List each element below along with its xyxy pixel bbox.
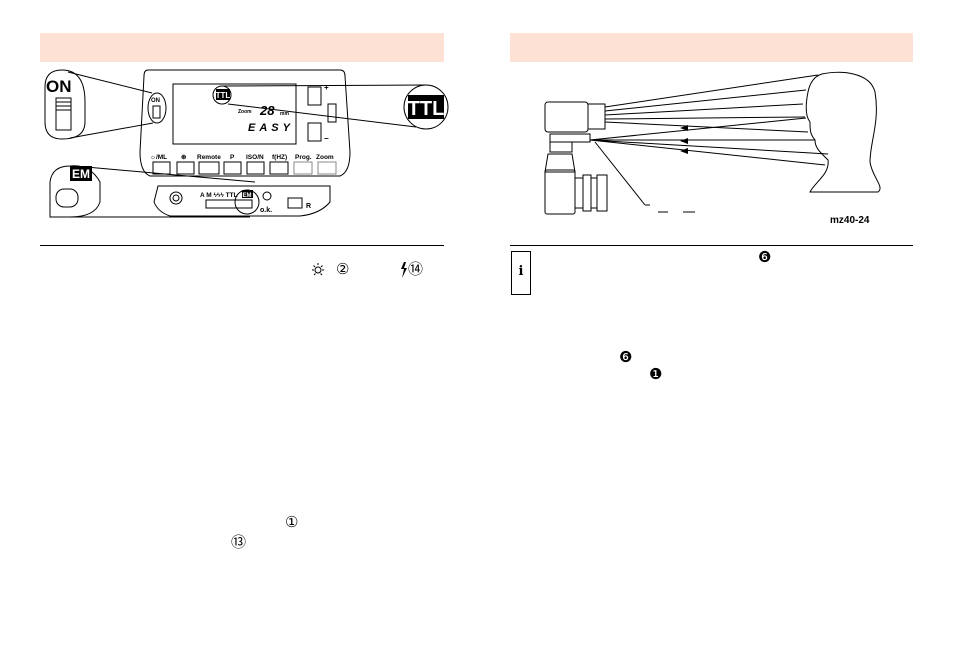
right-divider <box>510 245 913 246</box>
mode-em: EM <box>243 193 252 199</box>
light-reflection-figure: mz40-24 <box>544 71 881 226</box>
button-label-remote: Remote <box>197 154 221 161</box>
mode-selector-label: A M ϟϟϟ TTL <box>200 192 238 199</box>
on-switch-label: ON <box>151 98 160 104</box>
ttl-callout-label: TTL <box>408 98 445 120</box>
reference-1: ① <box>285 514 299 531</box>
r-label: R <box>306 203 311 210</box>
zoom-label: Zoom <box>238 109 252 115</box>
reference-6: ❻ <box>619 349 633 366</box>
plus-label: + <box>324 83 329 92</box>
button-label-hz: f(HZ) <box>272 154 287 161</box>
on-callout-label: ON <box>46 77 72 96</box>
flash-icon <box>401 262 407 278</box>
sun-icon <box>312 263 324 276</box>
right-header-band <box>510 33 913 62</box>
button-label-zoom: Zoom <box>316 154 334 161</box>
flash-control-panel-figure: TTL ON ON TTL Zoom 28 mm EASY + − ☼/ML ⊛… <box>44 69 449 218</box>
button-label-iso: ISO/N <box>246 154 264 161</box>
figure-code: mz40-24 <box>830 215 870 226</box>
button-label-wireless: ⊛ <box>181 154 187 161</box>
ok-label: o.k. <box>260 207 272 214</box>
reference-1-filled: ❶ <box>649 366 663 383</box>
ttl-display: TTL <box>216 91 231 100</box>
reference-6-top: ❻ <box>758 249 772 266</box>
info-icon: i <box>511 251 531 295</box>
reference-2: ② <box>336 261 350 278</box>
reference-14: ⑭ <box>408 261 424 278</box>
zoom-unit: mm <box>280 111 289 117</box>
mode-text: EASY <box>248 122 294 134</box>
left-header-band <box>40 33 444 62</box>
button-label-ml: ☼/ML <box>150 154 167 161</box>
button-label-p: P <box>230 154 235 161</box>
zoom-value: 28 <box>259 103 275 118</box>
em-callout-label: EM <box>72 167 90 181</box>
minus-label: − <box>324 134 329 143</box>
left-divider <box>40 245 444 246</box>
button-label-prog: Prog. <box>295 154 312 161</box>
reference-13: ⑬ <box>231 534 247 551</box>
